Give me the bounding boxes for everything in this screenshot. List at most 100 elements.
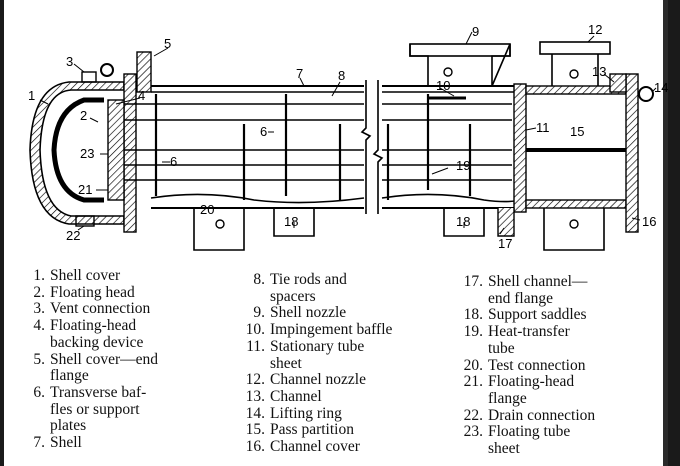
callouts: 1 2 3 4 5 6 6 7 8 9 10 11 12 13 14 15 16… — [28, 22, 668, 251]
legend-item: 5.Shell cover—end flange — [26, 351, 158, 385]
legend-item: 16.Channel cover — [238, 438, 392, 456]
callout-2: 2 — [80, 108, 87, 123]
callout-21: 21 — [78, 182, 92, 197]
shell-cover-flange — [123, 73, 137, 233]
legend-text: Shell channel— end flange — [488, 273, 588, 307]
legend-number: 10. — [245, 321, 265, 339]
legend-number: 22. — [463, 406, 483, 424]
shell-flange-5 — [136, 51, 152, 93]
vent-ring — [100, 63, 114, 77]
legend-item: 23. Floating tube sheet — [456, 423, 595, 458]
legend-number: 17. — [463, 273, 483, 290]
support-saddle-right — [443, 208, 485, 237]
legend-number: 6. — [33, 383, 45, 401]
callout-22: 22 — [66, 228, 80, 243]
legend-item: 9. Shell nozzle — [238, 305, 392, 322]
callout-3: 3 — [66, 54, 73, 69]
channel-bottom-nozzle — [543, 208, 605, 251]
legend-item: 14.Lifting ring — [238, 404, 392, 423]
break-line-2 — [372, 80, 384, 214]
legend-item: 17. Shell channel— end flange — [456, 273, 595, 307]
legend-number: 21. — [463, 373, 483, 391]
legend-number: 20. — [463, 356, 483, 374]
legend-item: 10.Impingement baffle — [238, 321, 393, 339]
callout-6b: 6 — [170, 154, 177, 169]
legend-item: 2.Floating head — [26, 283, 158, 302]
legend-text: Transverse baf- fles or support plates — [50, 383, 147, 435]
break-line — [360, 80, 372, 214]
shell-channel-flange — [497, 208, 515, 237]
legend-text: Shell nozzle — [270, 304, 347, 322]
legend-item: 7. Shell — [26, 434, 158, 452]
legend-item: 6. Transverse baf- fles or support plates — [26, 383, 158, 435]
legend-column-2: 8.Tie rods and spacers 9.Shell nozzle 10… — [238, 271, 393, 456]
legend-text: Support saddles — [488, 306, 587, 324]
callout-18a: 18 — [284, 214, 298, 229]
legend-item: 4.Floating-head backing device — [26, 317, 158, 351]
legend-item: 12. Channel nozzle — [238, 372, 392, 389]
shell-nozzle — [409, 43, 511, 87]
legend-number: 14. — [245, 404, 265, 422]
legend-text: Floating tube sheet — [488, 423, 571, 458]
callout-14: 14 — [654, 80, 668, 95]
callout-15: 15 — [570, 124, 584, 139]
legend-number: 15. — [245, 421, 265, 439]
callout-5: 5 — [164, 36, 171, 51]
legend-number: 11. — [246, 337, 265, 355]
floating-head — [51, 97, 104, 203]
callout-9: 9 — [472, 24, 479, 39]
legend-column-1: 1.Shell cover 2.Floating head 3.Vent con… — [26, 267, 158, 452]
shell-nozzle-flange — [409, 43, 511, 57]
legend-text: Drain connection — [488, 406, 596, 424]
test-connection-bolt — [215, 219, 225, 229]
callout-10: 10 — [436, 78, 450, 93]
legend-text: Shell — [50, 434, 82, 452]
legend-number: 23. — [463, 423, 483, 441]
channel-bottom-bolt — [569, 219, 579, 229]
callout-7: 7 — [296, 66, 303, 81]
callout-17: 17 — [498, 236, 512, 251]
legend-number: 7. — [33, 434, 45, 452]
channel-cover — [625, 73, 639, 233]
legend-text: Test connection — [488, 356, 586, 374]
callout-12: 12 — [588, 22, 602, 37]
legend-number: 13. — [245, 387, 265, 405]
tube-bundle — [124, 103, 512, 181]
legend-item: 13. Channel — [238, 387, 392, 406]
legend-number: 3. — [33, 300, 45, 318]
legend-text: Channel nozzle — [270, 371, 366, 389]
legend-text: Channel cover — [270, 438, 360, 456]
legend-text: Stationary tube sheet — [270, 337, 365, 372]
callout-19: 19 — [456, 158, 470, 173]
legend-text: Shell cover — [50, 267, 121, 284]
legend-number: 19. — [463, 323, 483, 341]
shell-bottom-right — [381, 193, 525, 203]
channel-bottom — [525, 199, 627, 209]
shell-bottom — [150, 193, 365, 204]
legend-text: Vent connection — [50, 300, 151, 318]
legend-text: Floating head — [50, 283, 135, 301]
legend-number: 12. — [245, 371, 265, 389]
vent-connection — [81, 71, 97, 83]
callout-23: 23 — [80, 146, 94, 161]
legend-text: Floating-head flange — [488, 373, 575, 407]
callout-1: 1 — [28, 88, 35, 103]
legend-item: 21. Floating-head flange — [456, 373, 595, 407]
legend-item: 20. Test connection — [456, 356, 595, 375]
stationary-tube-sheet — [513, 83, 527, 213]
legend-text: Channel — [270, 387, 322, 405]
legend-text: Heat-transfer tube — [488, 323, 570, 357]
legend-number: 4. — [33, 317, 45, 335]
shell-nozzle-bolt — [443, 67, 453, 77]
callout-13: 13 — [592, 64, 606, 79]
callout-20: 20 — [200, 202, 214, 217]
channel-flange-13 — [609, 73, 627, 93]
legend-item: 11. Stationary tube sheet — [238, 337, 392, 372]
transverse-baffles — [154, 94, 472, 200]
legend-number: 9. — [253, 304, 265, 322]
callout-8: 8 — [338, 68, 345, 83]
channel-nozzle-flange — [539, 41, 611, 55]
callout-4: 4 — [138, 88, 145, 103]
callout-6a: 6 — [260, 124, 267, 139]
callout-18b: 18 — [456, 214, 470, 229]
